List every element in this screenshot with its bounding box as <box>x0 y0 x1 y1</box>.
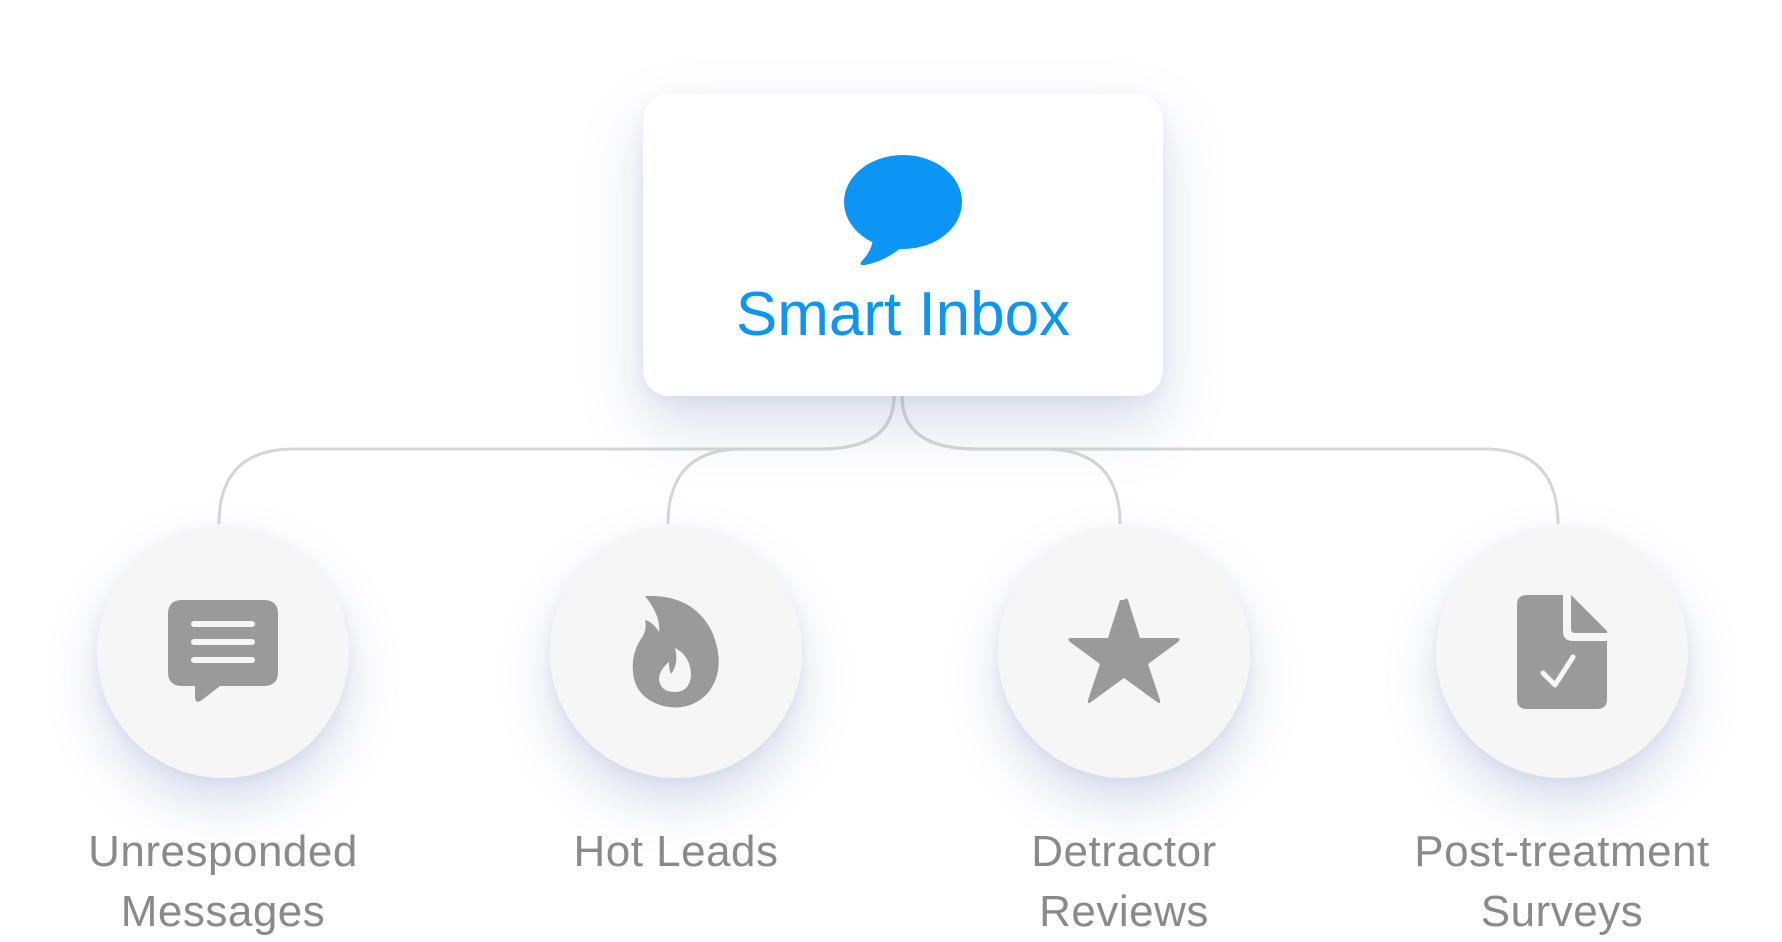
connector-surveys <box>900 395 1560 525</box>
node-post-treatment-surveys[interactable] <box>1436 526 1688 778</box>
document-check-icon <box>1517 595 1607 709</box>
node-detractor-reviews[interactable] <box>998 526 1250 778</box>
node-unresponded-messages[interactable] <box>97 526 349 778</box>
node-hot-leads[interactable] <box>550 526 802 778</box>
connector-detractor <box>900 395 1122 525</box>
connector-unresponded <box>217 395 896 525</box>
connector-hot-leads <box>666 395 896 525</box>
flame-icon <box>632 596 719 708</box>
label-post-treatment-surveys: Post-treatment Surveys <box>1414 827 1710 936</box>
chat-bubble-icon <box>844 155 962 266</box>
star-icon <box>1068 598 1180 704</box>
label-detractor-reviews: Detractor Reviews <box>1031 827 1217 936</box>
label-hot-leads: Hot Leads <box>573 827 779 876</box>
smart-inbox-card[interactable]: Smart Inbox <box>643 94 1163 396</box>
message-lines-icon <box>168 600 278 702</box>
label-unresponded-messages: Unresponded Messages <box>88 827 358 936</box>
smart-inbox-title: Smart Inbox <box>735 280 1071 349</box>
